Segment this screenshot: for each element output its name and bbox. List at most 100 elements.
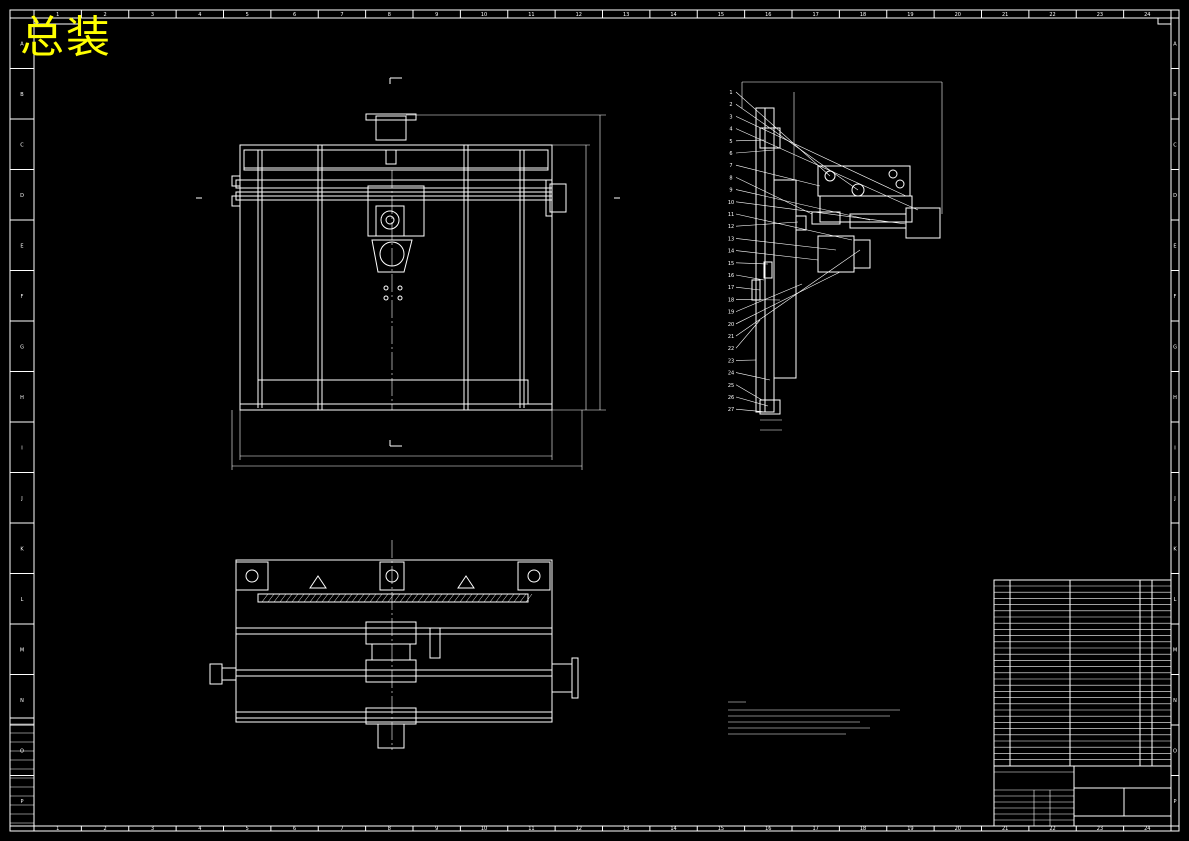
border-x-label: 4 [198, 826, 201, 832]
border-ticks [10, 10, 1179, 831]
border-x-label: 17 [813, 826, 819, 832]
border-x-label: 15 [718, 12, 724, 18]
part-number-label: 5 [729, 139, 732, 145]
border-y-label: L [21, 597, 24, 603]
part-number-label: 13 [728, 236, 734, 242]
part-number-label: 26 [728, 395, 734, 401]
part-number-label: 25 [728, 383, 734, 389]
border-y-label: F [21, 294, 24, 300]
border-x-label: 21 [1002, 826, 1008, 832]
side-view [741, 81, 943, 431]
border-x-label: 4 [198, 12, 201, 18]
part-leaders: 1234567891011121314151617181920212223242… [728, 90, 919, 413]
part-number-label: 15 [728, 261, 734, 267]
border-y-label: M [20, 647, 24, 653]
border-y-label: B [20, 92, 24, 98]
drawing-frame [9, 9, 1180, 832]
part-number-label: 19 [728, 310, 734, 316]
parts-list [993, 579, 1172, 767]
border-x-label: 19 [907, 826, 913, 832]
border-x-label: 8 [388, 826, 391, 832]
border-x-label: 14 [670, 826, 676, 832]
border-x-label: 6 [293, 12, 296, 18]
part-number-label: 2 [729, 102, 732, 108]
part-number-label: 12 [728, 224, 734, 230]
border-x-label: 18 [860, 12, 866, 18]
part-number-label: 11 [728, 212, 734, 218]
border-y-label: D [1173, 193, 1177, 199]
border-x-label: 2 [103, 12, 106, 18]
border-y-label: O [1173, 748, 1177, 754]
border-x-label: 5 [246, 826, 249, 832]
border-y-label: K [1173, 546, 1177, 552]
border-x-label: 11 [528, 826, 534, 832]
border-y-label: F [1174, 294, 1177, 300]
border-x-label: 10 [481, 826, 487, 832]
border-x-label: 24 [1144, 12, 1150, 18]
border-x-label: 3 [151, 12, 154, 18]
border-x-label: 18 [860, 826, 866, 832]
border-x-label: 6 [293, 826, 296, 832]
part-number-label: 18 [728, 297, 734, 303]
border-x-label: 3 [151, 826, 154, 832]
part-number-label: 24 [728, 371, 734, 377]
border-y-label: M [1173, 647, 1177, 653]
border-x-label: 22 [1049, 12, 1055, 18]
border-y-label: G [1173, 344, 1177, 350]
border-x-label: 15 [718, 826, 724, 832]
border-y-label: C [1173, 142, 1177, 148]
part-number-label: 17 [728, 285, 734, 291]
border-x-label: 5 [246, 12, 249, 18]
border-x-label: 21 [1002, 12, 1008, 18]
border-x-label: 23 [1097, 826, 1103, 832]
border-y-label: L [1174, 597, 1177, 603]
border-y-label: N [1173, 698, 1177, 704]
border-x-label: 7 [340, 12, 343, 18]
border-y-label: B [1173, 92, 1177, 98]
part-number-label: 16 [728, 273, 734, 279]
border-x-label: 9 [435, 12, 438, 18]
border-x-label: 22 [1049, 826, 1055, 832]
border-y-label: K [20, 546, 24, 552]
border-y-label: D [20, 193, 24, 199]
part-number-label: 10 [728, 200, 734, 206]
border-y-label: A [1173, 41, 1177, 47]
top-right-box [1157, 17, 1172, 25]
drawing-title: 总装 [20, 12, 112, 63]
part-number-label: 21 [728, 334, 734, 340]
border-y-label: H [1173, 395, 1177, 401]
part-number-label: 14 [728, 249, 734, 255]
border-x-label: 10 [481, 12, 487, 18]
part-number-label: 8 [729, 175, 732, 181]
border-x-label: 16 [765, 12, 771, 18]
border-x-labels: 1122334455667788991010111112121313141415… [56, 12, 1150, 832]
revision-strip [9, 717, 35, 827]
border-x-label: 14 [670, 12, 676, 18]
part-number-label: 23 [728, 358, 734, 364]
border-y-label: G [20, 344, 24, 350]
part-number-label: 1 [729, 90, 732, 96]
border-x-label: 20 [955, 12, 961, 18]
top-view [209, 540, 579, 750]
border-x-label: 13 [623, 12, 629, 18]
border-x-label: 2 [103, 826, 106, 832]
border-x-label: 19 [907, 12, 913, 18]
border-y-label: C [20, 142, 24, 148]
border-y-label: J [20, 496, 22, 502]
part-number-label: 6 [729, 151, 732, 157]
border-x-label: 24 [1144, 826, 1150, 832]
border-x-label: 1 [56, 826, 59, 832]
title-block [993, 765, 1172, 827]
part-number-label: 22 [728, 346, 734, 352]
border-y-label: I [1174, 445, 1175, 451]
border-x-label: 20 [955, 826, 961, 832]
border-x-label: 9 [435, 826, 438, 832]
border-x-label: 17 [813, 12, 819, 18]
border-y-label: E [20, 243, 23, 249]
border-x-label: 13 [623, 826, 629, 832]
border-x-label: 11 [528, 12, 534, 18]
border-x-label: 7 [340, 826, 343, 832]
part-number-label: 20 [728, 322, 734, 328]
